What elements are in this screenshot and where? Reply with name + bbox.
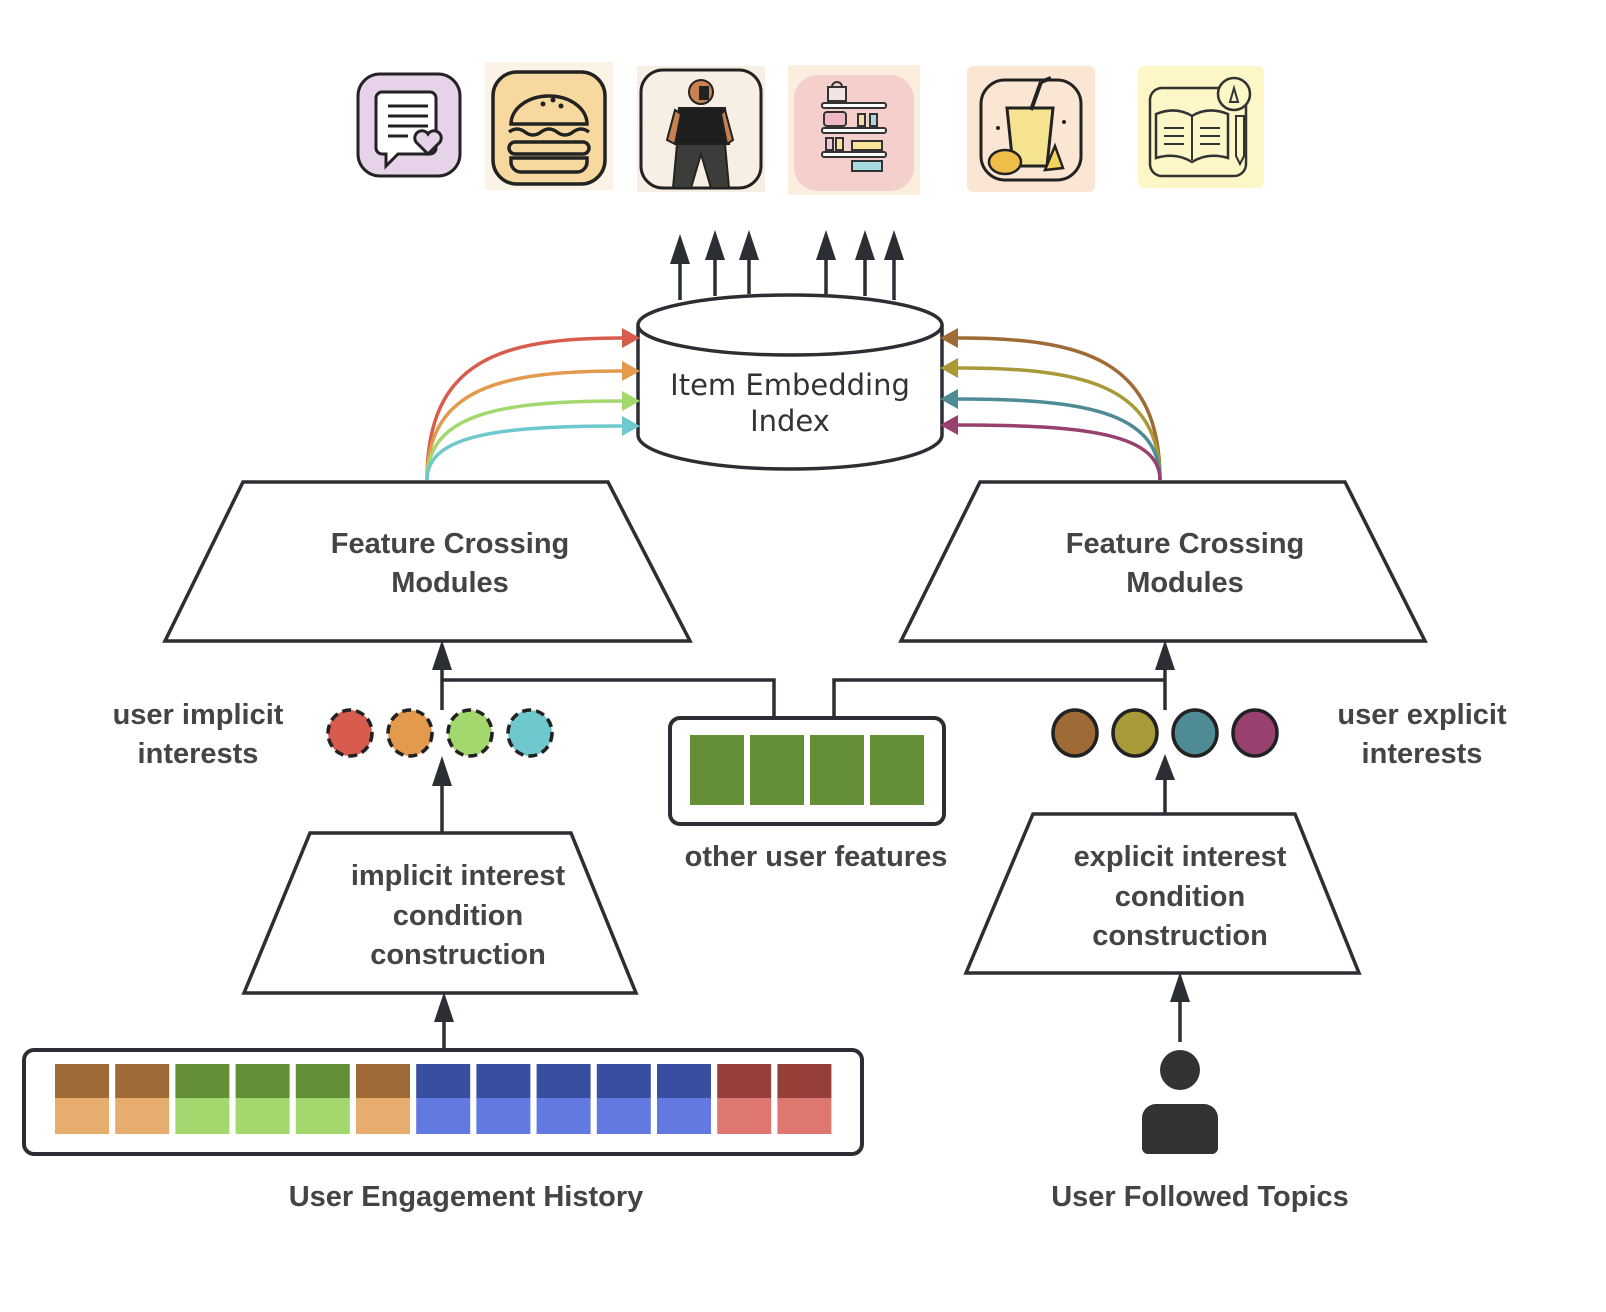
explicit-interest-circle <box>1051 708 1099 758</box>
engagement-item-cell <box>235 1064 290 1134</box>
up-arrow <box>739 230 759 294</box>
up-arrow <box>705 230 725 296</box>
explicit-interest-label-line1: user explicit <box>1337 699 1507 731</box>
engagement-item-cell <box>657 1064 711 1134</box>
user-feature-cell <box>870 735 924 805</box>
explicit-interest-query-arrows <box>940 328 1162 481</box>
engagement-item-cell <box>476 1064 531 1134</box>
implicit-construction-line3: construction <box>370 939 546 971</box>
mango-smoothie-icon <box>967 66 1095 192</box>
explicit-interest-circle <box>1111 708 1159 758</box>
user-feature-cell <box>750 735 804 805</box>
implicit-interest-circle <box>506 708 554 758</box>
up-arrow <box>670 234 690 300</box>
implicit-query-arrow <box>425 328 640 481</box>
explicit-query-arrow <box>940 358 1162 481</box>
item-embedding-index: Item Embedding Index <box>636 293 944 471</box>
explicit-construction-line2: condition <box>1115 881 1245 913</box>
explicit-interest-construction-module: explicit interest condition construction <box>963 812 1362 975</box>
implicit-interest-construction-module: implicit interest condition construction <box>241 831 639 995</box>
explicit-query-arrow <box>940 415 1162 481</box>
up-arrow <box>884 230 904 300</box>
implicit-interest-circle <box>446 708 494 758</box>
right-feature-crossing-module: Feature Crossing Modules <box>898 480 1428 643</box>
engagement-item-cell <box>55 1064 109 1134</box>
followed-topics-label: User Followed Topics <box>1051 1181 1349 1213</box>
other-user-features-label: other user features <box>685 841 948 873</box>
explicit-interest-embeddings <box>1051 708 1279 758</box>
engagement-item-cell <box>416 1064 471 1134</box>
implicit-interest-label-line2: interests <box>138 738 259 770</box>
user-feature-cell <box>810 735 864 805</box>
up-arrow <box>855 230 875 296</box>
explicit-interest-circle <box>1171 708 1219 758</box>
implicit-construction-line2: condition <box>393 900 523 932</box>
implicit-interest-circle <box>326 708 374 758</box>
explicit-construction-line3: construction <box>1092 920 1268 952</box>
output-arrows <box>670 230 904 300</box>
user-feature-cell <box>690 735 744 805</box>
user-person-icon <box>1142 1050 1218 1154</box>
explicit-query-arrow <box>940 389 1162 481</box>
engagement-item-cell <box>356 1064 410 1134</box>
implicit-interest-query-arrows <box>425 328 640 481</box>
engagement-item-cell <box>717 1064 772 1134</box>
implicit-construction-line1: implicit interest <box>351 860 566 892</box>
engagement-item-cell <box>175 1064 230 1134</box>
left-module-line1: Feature Crossing <box>331 528 570 560</box>
explicit-construction-line1: explicit interest <box>1074 841 1287 873</box>
recommended-item-icons <box>356 62 1264 195</box>
chat-heart-icon <box>356 72 462 178</box>
engagement-item-cell <box>295 1064 350 1134</box>
connectors <box>432 640 1190 1050</box>
engagement-item-cell <box>536 1064 591 1134</box>
shopping-shelf-icon <box>788 65 920 195</box>
explicit-interest-circle <box>1231 708 1279 758</box>
user-followed-topics: User Followed Topics <box>1051 1050 1349 1213</box>
other-user-features: other user features <box>668 716 948 873</box>
index-label-line1: Item Embedding <box>670 368 910 402</box>
right-module-line2: Modules <box>1126 567 1244 599</box>
engagement-item-cell <box>115 1064 170 1134</box>
implicit-query-arrow <box>425 416 640 481</box>
engagement-history-label: User Engagement History <box>289 1181 644 1213</box>
left-feature-crossing-module: Feature Crossing Modules <box>162 480 693 643</box>
engagement-item-cell <box>777 1064 832 1134</box>
burger-icon <box>485 62 613 190</box>
implicit-interest-label-line1: user implicit <box>113 699 284 731</box>
implicit-query-arrow <box>425 361 640 481</box>
implicit-interest-embeddings <box>326 708 554 758</box>
selfie-person-icon <box>637 66 765 192</box>
right-module-line1: Feature Crossing <box>1066 528 1305 560</box>
index-label-line2: Index <box>750 404 830 438</box>
implicit-query-arrow <box>425 391 640 481</box>
explicit-query-arrow <box>940 328 1162 481</box>
explicit-interest-label-line2: interests <box>1362 738 1483 770</box>
up-arrow <box>816 230 836 294</box>
implicit-interest-circle <box>386 708 434 758</box>
book-prayer-icon <box>1138 66 1264 188</box>
engagement-item-cell <box>596 1064 651 1134</box>
left-module-line2: Modules <box>391 567 509 599</box>
user-engagement-history: User Engagement History <box>22 1048 864 1213</box>
